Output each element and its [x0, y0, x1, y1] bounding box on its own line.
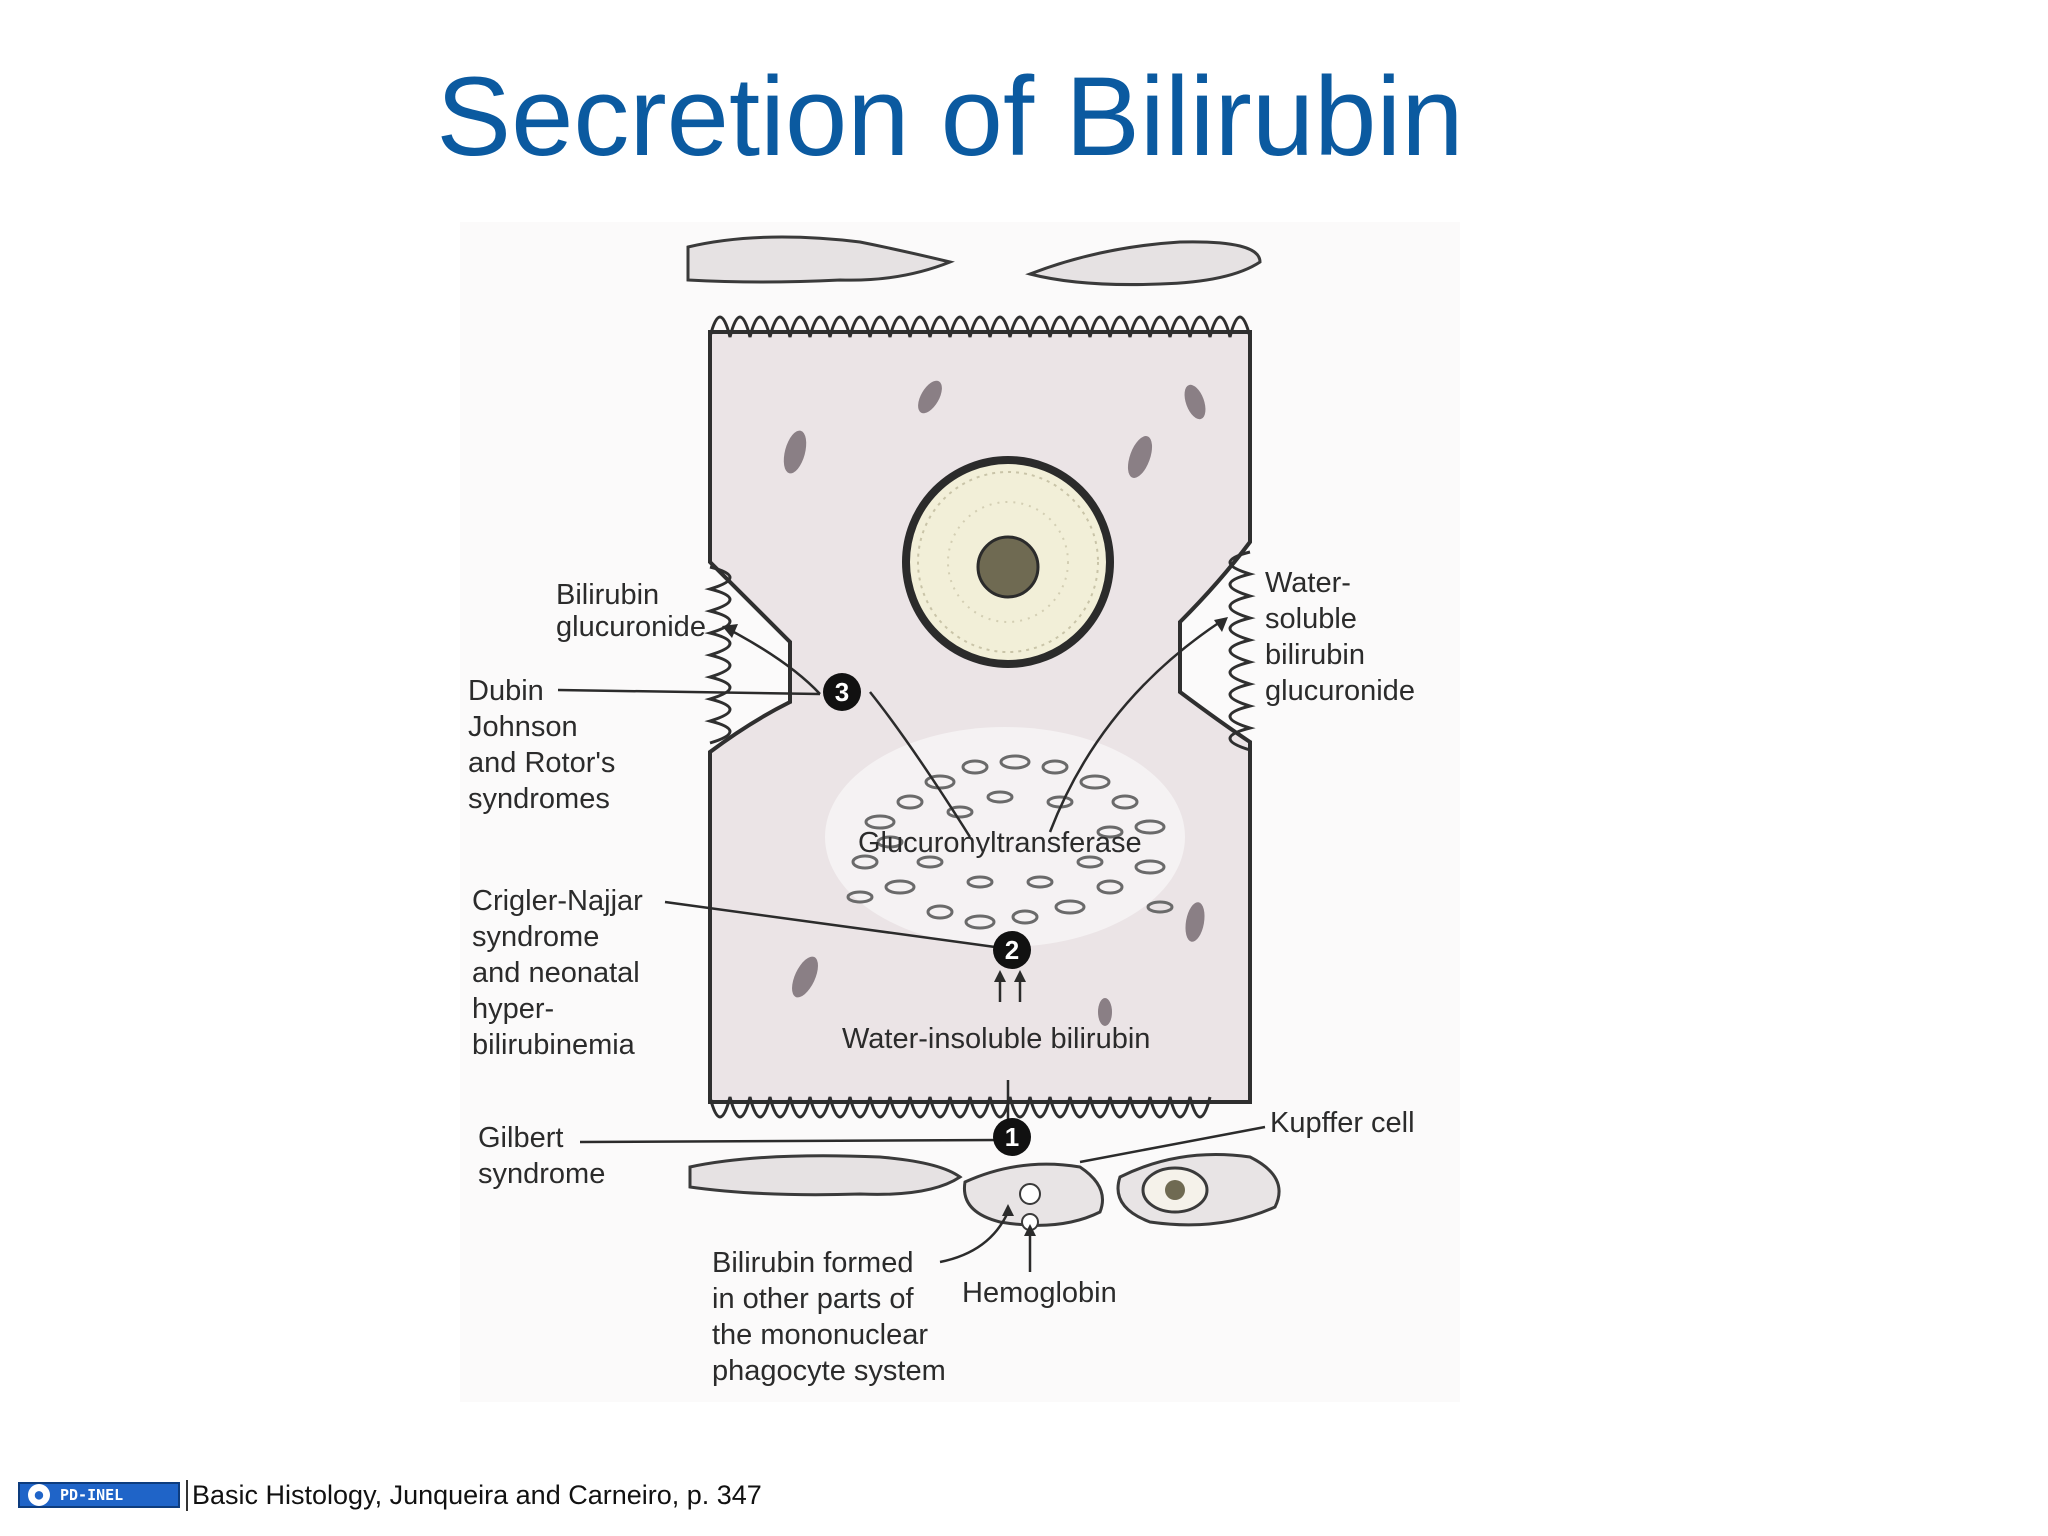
mitochondrion: [1098, 998, 1112, 1026]
chromatin-texture: [947, 501, 1069, 623]
svg-text:Water-: Water-: [1265, 567, 1351, 599]
source-citation: Basic Histology, Junqueira and Carneiro,…: [186, 1479, 762, 1511]
canaliculus-microvilli-left: [704, 565, 732, 745]
endothelial-cell-top-right: [1025, 240, 1262, 287]
svg-text:Dubin: Dubin: [468, 675, 544, 707]
svg-text:bilirubinemia: bilirubinemia: [472, 1029, 636, 1061]
microvilli-sinusoidal-top: [708, 315, 1252, 338]
footer: ● PD-INEL Basic Histology, Junqueira and…: [18, 1478, 762, 1512]
mitochondrion: [918, 380, 942, 414]
smooth-er-vesicles: [846, 754, 1174, 930]
svg-text:bilirubin: bilirubin: [1265, 639, 1365, 671]
svg-text:phagocyte system: phagocyte system: [712, 1355, 946, 1387]
license-badge-text: PD-INEL: [60, 1486, 124, 1504]
label-dubin-johnson-rotor: Dubin Johnson and Rotor's syndromes: [468, 675, 615, 815]
svg-text:glucuronide: glucuronide: [1265, 675, 1415, 707]
arrowheads: [722, 617, 1228, 1236]
license-icon: ●: [28, 1484, 50, 1506]
kupffer-cell-nucleolus: [1165, 1180, 1185, 1200]
mitochondrion: [1185, 902, 1205, 942]
canaliculus-microvilli-right: [1228, 550, 1256, 752]
step-3-number: 3: [835, 677, 849, 707]
bilirubin-secretion-diagram: 3 2 1 Bilirubin glucuronide Water- solub…: [460, 222, 1460, 1402]
svg-text:syndrome: syndrome: [478, 1158, 605, 1190]
label-glucuronyltransferase: Glucuronyltransferase: [858, 827, 1142, 859]
step-2-marker: 2: [993, 931, 1031, 969]
svg-text:the mononuclear: the mononuclear: [712, 1319, 928, 1351]
mitochondrion: [783, 430, 807, 474]
label-kupffer-cell: Kupffer cell: [1270, 1107, 1415, 1139]
svg-text:Bilirubin formed: Bilirubin formed: [712, 1247, 913, 1279]
microvilli-sinusoidal-bottom: [708, 1096, 1212, 1119]
label-water-soluble-glucuronide: Water- soluble bilirubin glucuronide: [1265, 567, 1415, 707]
svg-text:Crigler-Najjar: Crigler-Najjar: [472, 885, 643, 917]
license-badge: ● PD-INEL: [18, 1482, 180, 1508]
red-cell-fragment: [1019, 1183, 1041, 1205]
svg-text:in other parts of: in other parts of: [712, 1283, 914, 1315]
svg-text:soluble: soluble: [1265, 603, 1357, 635]
label-gilbert-syndrome: Gilbert syndrome: [478, 1122, 605, 1190]
step-3-marker: 3: [823, 673, 861, 711]
mitochondrion: [1127, 436, 1153, 478]
label-crigler-najjar: Crigler-Najjar syndrome and neonatal hyp…: [472, 885, 643, 1061]
endothelial-cell-bottom: [688, 1154, 963, 1197]
svg-text:and Rotor's: and Rotor's: [468, 747, 615, 779]
svg-text:Bilirubin: Bilirubin: [556, 579, 659, 611]
label-water-insoluble-bilirubin: Water-insoluble bilirubin: [842, 1023, 1150, 1055]
svg-text:and neonatal: and neonatal: [472, 957, 640, 989]
svg-text:syndrome: syndrome: [472, 921, 599, 953]
step-2-number: 2: [1005, 935, 1019, 965]
mitochondrion: [792, 956, 818, 998]
chromatin-texture: [917, 471, 1099, 653]
label-bilirubin-formed: Bilirubin formed in other parts of the m…: [712, 1247, 946, 1387]
label-bilirubin-glucuronide: Bilirubin glucuronide: [556, 579, 706, 643]
endothelial-cell-top-left: [686, 235, 955, 284]
diagram-svg: 3 2 1 Bilirubin glucuronide Water- solub…: [460, 222, 1460, 1402]
svg-text:hyper-: hyper-: [472, 993, 554, 1025]
nucleolus: [976, 535, 1040, 599]
slide-title: Secretion of Bilirubin: [436, 54, 1464, 179]
svg-text:glucuronide: glucuronide: [556, 611, 706, 643]
mitochondrion: [1184, 384, 1206, 420]
svg-text:Gilbert: Gilbert: [478, 1122, 563, 1154]
svg-text:Johnson: Johnson: [468, 711, 578, 743]
smooth-er-region: [825, 727, 1185, 947]
svg-text:syndromes: syndromes: [468, 783, 610, 815]
step-1-number: 1: [1005, 1122, 1019, 1152]
leader-lines: [557, 620, 1266, 1272]
label-hemoglobin: Hemoglobin: [962, 1277, 1117, 1309]
step-1-marker: 1: [993, 1118, 1031, 1156]
